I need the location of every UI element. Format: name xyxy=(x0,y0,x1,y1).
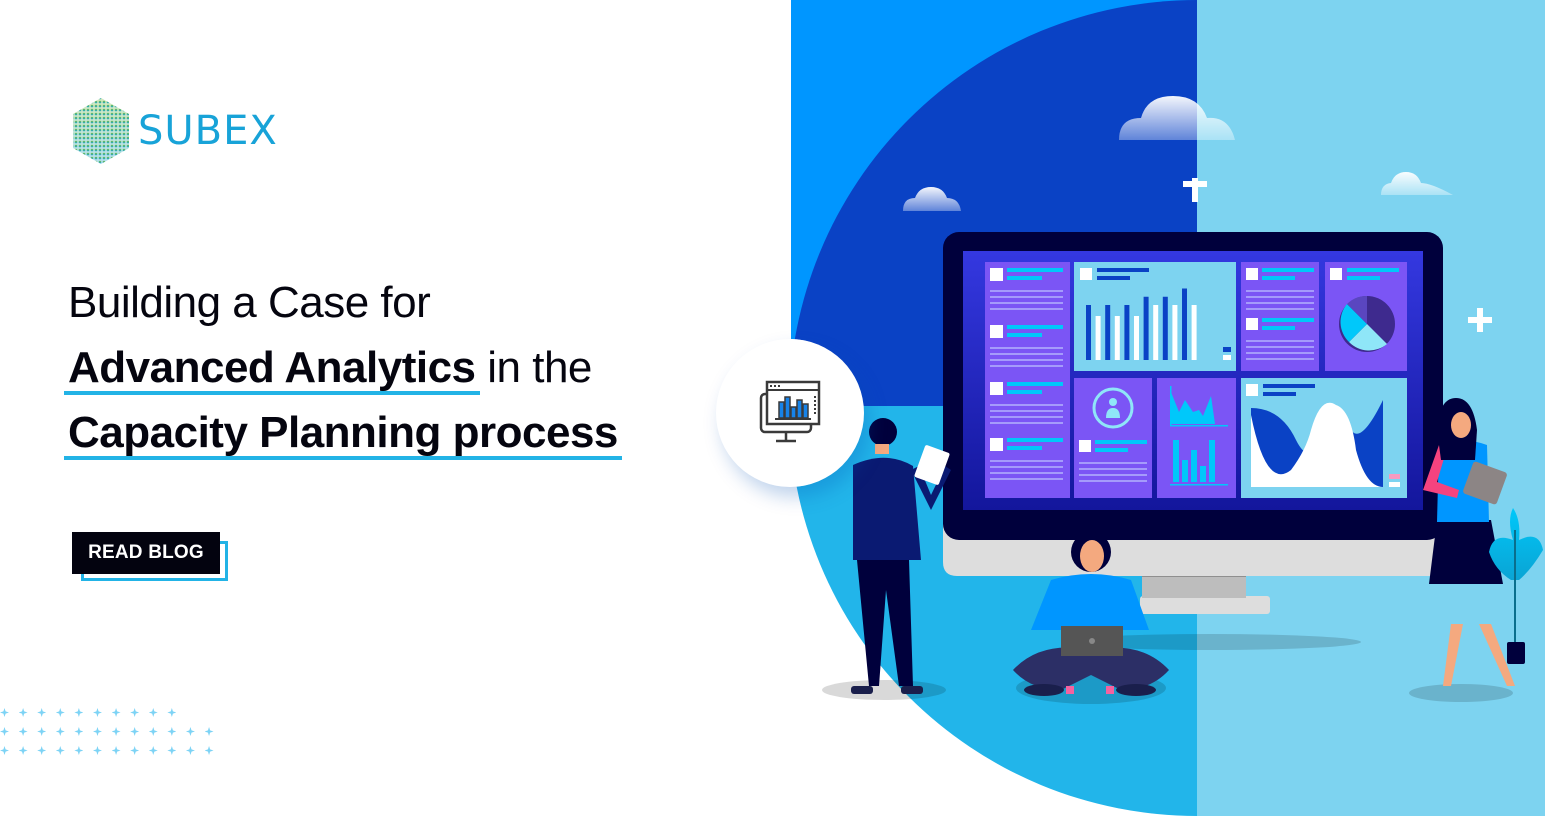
sparkle-icon xyxy=(148,727,158,736)
read-blog-cta: READ BLOG xyxy=(72,532,232,586)
woman-with-tablet xyxy=(1423,398,1515,686)
man-with-clipboard xyxy=(851,418,951,694)
subex-logo[interactable]: SUBEX xyxy=(70,95,278,167)
analytics-badge xyxy=(716,339,864,487)
sparkle-icon xyxy=(148,746,158,755)
title-line-3: Capacity Planning process xyxy=(64,400,622,465)
sparkle-icon xyxy=(111,727,121,736)
plus-icon xyxy=(1183,178,1492,332)
plant-illustration xyxy=(1489,508,1543,664)
hexagon-dot-grid-icon xyxy=(73,98,129,164)
sparkle-icon xyxy=(74,727,84,736)
sparkle-icon xyxy=(111,746,121,755)
sparkle-icon xyxy=(0,708,9,717)
sparkle-icon xyxy=(92,727,102,736)
sparkle-icon xyxy=(55,727,65,736)
pie-chart-icon xyxy=(1339,295,1395,352)
sparkle-row xyxy=(0,708,223,727)
brand-name: SUBEX xyxy=(138,108,278,154)
sparkle-icon xyxy=(130,708,140,717)
sparkle-icon xyxy=(185,746,195,755)
sparkle-icon xyxy=(167,746,177,755)
sparkle-icon xyxy=(130,727,140,736)
sparkle-icon xyxy=(204,746,214,755)
sparkle-icon xyxy=(92,746,102,755)
team-analytics-illustration xyxy=(791,0,1545,816)
title-line-2: Advanced Analytics in the xyxy=(64,335,618,400)
sparkle-icon xyxy=(18,727,28,736)
title-highlight-advanced-analytics: Advanced Analytics xyxy=(64,335,480,400)
sparkle-icon xyxy=(55,708,65,717)
sparkle-icon xyxy=(37,746,47,755)
sparkle-icon xyxy=(18,708,28,717)
title-line-1: Building a Case for xyxy=(68,278,431,327)
read-blog-button[interactable]: READ BLOG xyxy=(72,532,220,574)
sparkle-icon xyxy=(148,708,158,717)
sparkle-icon xyxy=(55,746,65,755)
monitor-bar-chart-icon xyxy=(759,380,821,443)
sparkle-icon xyxy=(74,708,84,717)
sparkle-icon xyxy=(92,708,102,717)
monitor-illustration xyxy=(943,232,1443,614)
sparkle-icon xyxy=(18,746,28,755)
sparkle-icon xyxy=(167,727,177,736)
sparkle-icon xyxy=(37,727,47,736)
sparkle-row xyxy=(0,746,223,765)
title-highlight-capacity-planning: Capacity Planning process xyxy=(64,400,622,465)
hero-illustration xyxy=(791,0,1545,816)
title-line-2-rest: in the xyxy=(475,343,592,392)
sparkle-icon xyxy=(130,746,140,755)
cloud-icon xyxy=(903,96,1453,211)
sparkle-icon xyxy=(167,708,177,717)
sparkle-icon xyxy=(37,708,47,717)
page-title: Building a Case for Advanced Analytics i… xyxy=(64,270,622,465)
sparkle-icon xyxy=(204,727,214,736)
sparkle-icon xyxy=(185,727,195,736)
sparkle-icon xyxy=(74,746,84,755)
sparkle-icon xyxy=(0,727,9,736)
woman-with-laptop xyxy=(1013,532,1169,696)
sparkle-icon xyxy=(0,746,9,755)
sparkle-icon xyxy=(111,708,121,717)
sparkle-pattern xyxy=(0,708,223,765)
sparkle-row xyxy=(0,727,223,746)
